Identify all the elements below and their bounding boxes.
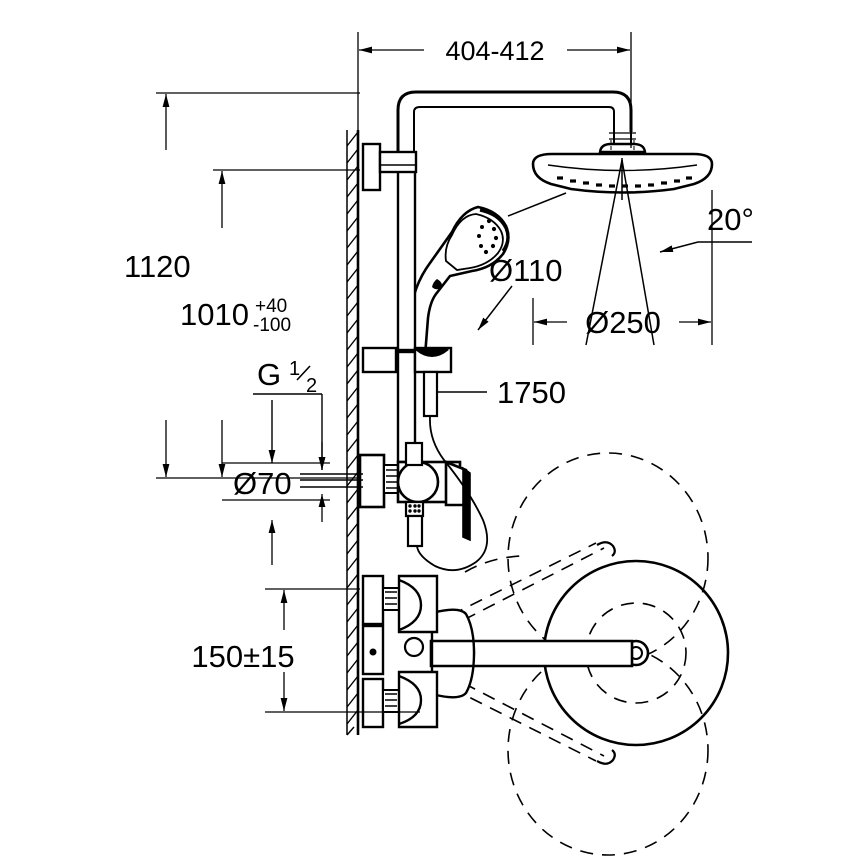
dimension-handshower-dia: Ø110 bbox=[477, 192, 567, 331]
dimension-riser-height: 1010 +40 -100 bbox=[180, 169, 360, 477]
mixer-valve bbox=[358, 441, 471, 548]
shower-arm bbox=[396, 90, 633, 170]
dimension-hose-length: 1750 bbox=[437, 375, 566, 410]
dimension-label-head-dia: Ø250 bbox=[585, 305, 661, 340]
dimension-tolerance-minus: -100 bbox=[253, 315, 291, 336]
hand-shower bbox=[404, 205, 510, 368]
thread-label-numerator: 1 bbox=[289, 358, 300, 380]
dimension-inlet-spacing: 150±15 bbox=[191, 588, 420, 713]
dimension-label-hose: 1750 bbox=[497, 375, 566, 410]
dimension-thread: G 1 2 bbox=[253, 357, 326, 470]
riser-rail bbox=[396, 168, 417, 464]
thread-label-g: G bbox=[257, 357, 281, 392]
head-shower-nozzles bbox=[557, 176, 692, 188]
inlet-body bbox=[361, 624, 385, 676]
thread-label-denominator: 2 bbox=[306, 375, 317, 397]
dimension-overall-height: 1120 bbox=[124, 92, 360, 479]
dimension-label-angle: 20° bbox=[707, 202, 754, 237]
dimension-label-rosette: Ø70 bbox=[233, 466, 292, 501]
wall-bracket-top bbox=[361, 142, 418, 192]
wall bbox=[346, 130, 360, 736]
dimension-label-1010: 1010 bbox=[180, 297, 249, 332]
bath-spout bbox=[429, 541, 730, 765]
dimension-label-hand-dia: Ø110 bbox=[489, 253, 563, 288]
dimension-rosette: Ø70 bbox=[222, 442, 363, 565]
dimension-label-inlet-spacing: 150±15 bbox=[191, 639, 294, 674]
inlet-connector-lower bbox=[361, 636, 439, 729]
dimension-projection: 404-412 bbox=[357, 32, 632, 148]
dimension-tolerance-plus: +40 bbox=[255, 296, 287, 317]
dimension-headshower-dia: Ø250 bbox=[532, 190, 713, 345]
dimension-label-1120: 1120 bbox=[124, 249, 191, 284]
wall-hatching bbox=[346, 131, 359, 736]
rosette-pipe-lines bbox=[300, 473, 363, 488]
dimension-label-projection: 404-412 bbox=[445, 36, 544, 66]
dimension-spray-angle: 20° bbox=[659, 202, 754, 253]
wall-bracket-mid bbox=[361, 346, 453, 418]
inlet-connector-upper bbox=[361, 574, 439, 634]
spray-cone bbox=[585, 158, 655, 346]
shower-hose bbox=[416, 416, 489, 572]
hand-shower-nozzles bbox=[477, 218, 499, 255]
